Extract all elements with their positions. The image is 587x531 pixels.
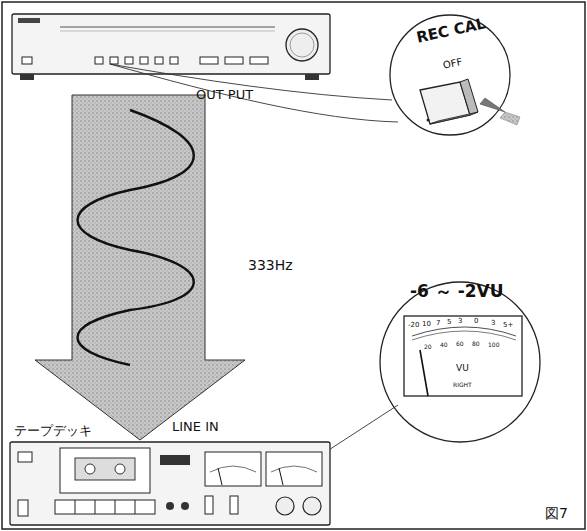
scale-number: 5+ xyxy=(503,322,513,330)
input-label: LINE IN xyxy=(172,420,219,434)
scale-percent: 80 xyxy=(472,341,480,348)
scale-percent: 40 xyxy=(440,342,448,349)
signal-arrow xyxy=(35,95,245,440)
channel-label: RIGHT xyxy=(453,382,472,389)
output-label: OUT PUT xyxy=(196,88,253,102)
rec-cal-button xyxy=(420,79,520,125)
scale-percent: 20 xyxy=(424,344,432,351)
scale-number: 5 xyxy=(447,319,451,327)
tape-deck xyxy=(10,442,330,525)
tuner xyxy=(12,14,330,80)
frequency-label: 333Hz xyxy=(248,258,293,273)
scale-number: -20 xyxy=(408,322,419,330)
scale-percent: 60 xyxy=(456,341,464,348)
scale-number: 3 xyxy=(491,320,495,328)
vu-meter xyxy=(404,316,522,396)
device-label: テープデッキ xyxy=(14,424,92,438)
scale-number: 0 xyxy=(474,318,478,326)
meter-unit: VU xyxy=(456,364,469,374)
level-range: -6 ～ -2VU xyxy=(410,282,504,301)
scale-number: 3 xyxy=(458,318,462,326)
scale-number: 7 xyxy=(436,320,440,328)
figure-number: 図7 xyxy=(545,506,568,521)
scale-number: 10 xyxy=(422,321,431,329)
scale-percent: 100 xyxy=(488,342,499,349)
